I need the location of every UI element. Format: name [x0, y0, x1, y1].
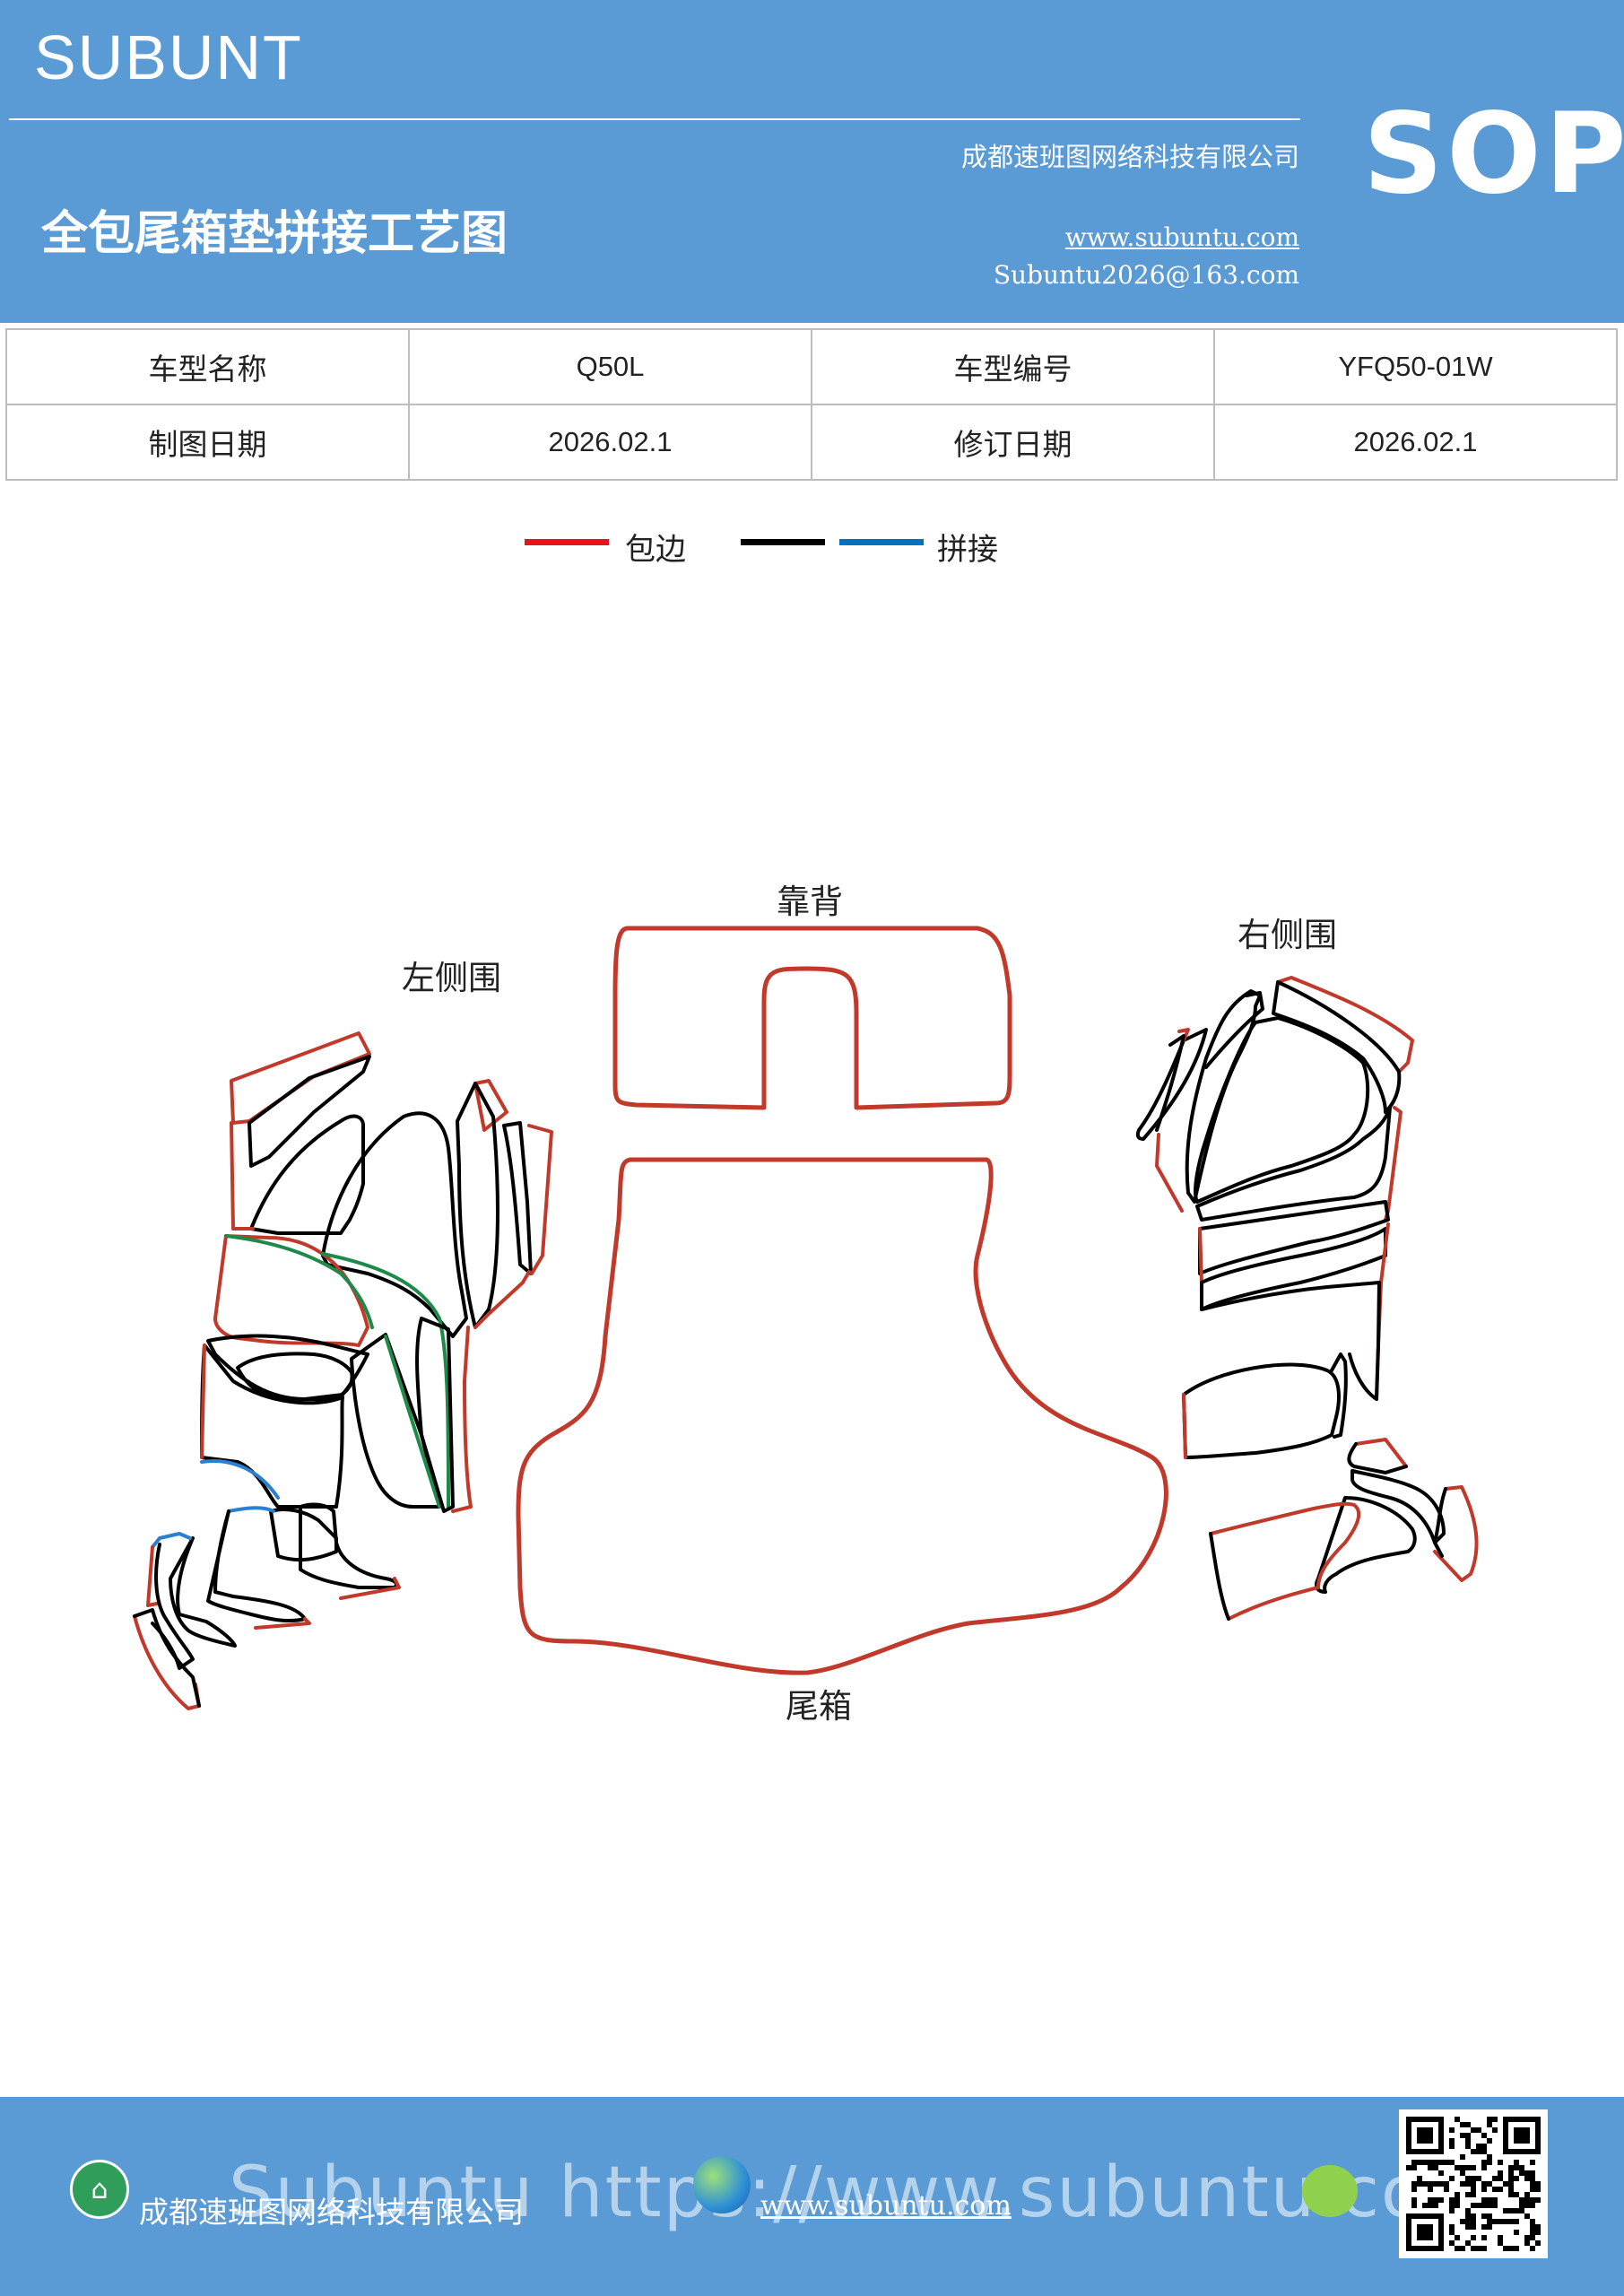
table-cell-label: 修订日期	[811, 404, 1215, 481]
right-piece-11	[1182, 1362, 1341, 1459]
left-piece-10	[473, 1270, 531, 1329]
left-piece-11	[213, 1234, 369, 1347]
right-piece-15	[1433, 1485, 1479, 1582]
sop-badge: SOP	[1363, 90, 1624, 219]
right-piece-6-edge	[1155, 1133, 1184, 1213]
left-seam-blue-3	[151, 1532, 192, 1549]
email-address: Subuntu2026@163.com	[993, 260, 1299, 290]
left-piece-7	[456, 1082, 499, 1329]
right-piece-14	[1350, 1469, 1446, 1544]
right-piece-6	[1155, 1034, 1185, 1132]
footer-website-link[interactable]: www.subuntu.com	[760, 2190, 1012, 2222]
right-piece-17	[1209, 1501, 1361, 1621]
left-seam-green-3	[384, 1335, 441, 1509]
table-row: 车型名称 Q50L 车型编号 YFQ50-01W	[5, 328, 1618, 405]
left-piece-8	[502, 1121, 533, 1275]
left-piece-17	[451, 1326, 473, 1513]
left-piece-24	[133, 1614, 201, 1710]
right-piece-16	[1315, 1496, 1417, 1594]
left-seam-green-1	[224, 1234, 374, 1329]
table-row: 制图日期 2026.02.1 修订日期 2026.02.1	[5, 404, 1618, 481]
vehicle-info-table: 车型名称 Q50L 车型编号 YFQ50-01W 制图日期 2026.02.1 …	[5, 328, 1618, 481]
left-piece-5	[321, 1111, 468, 1338]
left-seam-blue-2	[227, 1506, 275, 1513]
right-piece-11-edge	[1182, 1393, 1187, 1459]
legend-swatch-edge	[525, 539, 609, 545]
qr-code	[1399, 2109, 1548, 2258]
legend-swatch-outline	[741, 539, 825, 545]
right-piece-10	[1200, 1281, 1381, 1401]
table-cell-label: 车型编号	[811, 328, 1215, 405]
left-piece-25	[133, 1608, 201, 1708]
right-piece-8	[1198, 1200, 1390, 1275]
table-cell-value: Q50L	[408, 328, 812, 405]
right-piece-3	[1185, 989, 1262, 1204]
right-piece-17b	[1209, 1532, 1230, 1621]
right-piece-15b	[1433, 1487, 1447, 1558]
left-piece-18	[269, 1508, 338, 1562]
header-banner: SUBUNT 成都速班图网络科技有限公司 全包尾箱垫拼接工艺图 www.subu…	[0, 0, 1624, 323]
right-piece-9	[1200, 1227, 1387, 1311]
label-trunk: 尾箱	[786, 1687, 852, 1726]
left-piece-9	[527, 1124, 553, 1275]
left-piece-20-edge	[254, 1617, 311, 1630]
legend-swatch-seam	[839, 539, 924, 545]
mat-diagram: 靠背 左侧围 右侧围 尾箱	[0, 574, 1624, 1767]
table-cell-label: 车型名称	[5, 328, 410, 405]
left-piece-4	[230, 1121, 255, 1231]
left-seam-green-2	[321, 1252, 450, 1509]
label-left-side: 左侧围	[402, 959, 501, 997]
left-piece-15	[350, 1333, 441, 1509]
qr-code-pattern	[1406, 2117, 1541, 2251]
left-seam-blue-1	[200, 1459, 280, 1500]
left-piece-22	[146, 1545, 159, 1607]
table-cell-value: 2026.02.1	[408, 404, 812, 481]
header-divider	[9, 118, 1300, 120]
right-piece-7	[1195, 1106, 1392, 1222]
left-piece-1	[230, 1031, 371, 1125]
website-link[interactable]: www.subuntu.com	[1064, 222, 1299, 252]
right-piece-4	[1204, 991, 1264, 1069]
table-cell-value: YFQ50-01W	[1213, 328, 1618, 405]
right-piece-1b	[1272, 980, 1402, 1114]
left-piece-16	[415, 1317, 455, 1513]
table-cell-label: 制图日期	[5, 404, 410, 481]
right-piece-1	[1276, 976, 1414, 1074]
legend: 包边 拼接	[0, 525, 1624, 570]
company-icon: ⌂	[70, 2160, 129, 2219]
trunk-piece	[516, 1157, 1168, 1675]
backrest-piece	[612, 926, 1012, 1110]
legend-label-edge: 包边	[625, 532, 686, 568]
left-piece-3	[249, 1114, 365, 1235]
label-right-side: 右侧围	[1238, 916, 1337, 954]
left-piece-20	[206, 1509, 307, 1623]
mat-pattern-svg	[133, 926, 1479, 1710]
brand-name: SUBUNT	[34, 22, 303, 92]
left-piece-19	[299, 1502, 398, 1589]
footer-company-name: 成都速班图网络科技有限公司	[139, 2195, 524, 2230]
label-backrest: 靠背	[777, 883, 843, 921]
left-piece-6	[473, 1079, 508, 1132]
right-piece-12	[1330, 1352, 1348, 1439]
right-piece-13b	[1347, 1442, 1408, 1474]
left-piece-13	[200, 1344, 344, 1509]
footer-banner: ⌂ 成都速班图网络科技有限公司 Subuntu https://www.subu…	[0, 2097, 1624, 2296]
left-piece-2	[248, 1055, 371, 1168]
footer-watermark: Subuntu https://www.subuntu.com	[229, 2152, 1496, 2233]
left-piece-13-edge	[200, 1344, 206, 1459]
right-piece-8-edge	[1198, 1227, 1203, 1284]
right-piece-2	[1194, 1016, 1370, 1204]
table-cell-value: 2026.02.1	[1213, 404, 1618, 481]
globe-icon	[693, 2156, 751, 2213]
company-name: 成都速班图网络科技有限公司	[960, 142, 1299, 172]
left-piece-19-edge	[339, 1577, 401, 1600]
document-title: 全包尾箱垫拼接工艺图	[41, 206, 508, 261]
wechat-icon	[1302, 2165, 1358, 2217]
right-piece-5	[1135, 1028, 1208, 1141]
left-piece-21	[169, 1536, 237, 1648]
legend-label-seam: 拼接	[937, 532, 998, 568]
